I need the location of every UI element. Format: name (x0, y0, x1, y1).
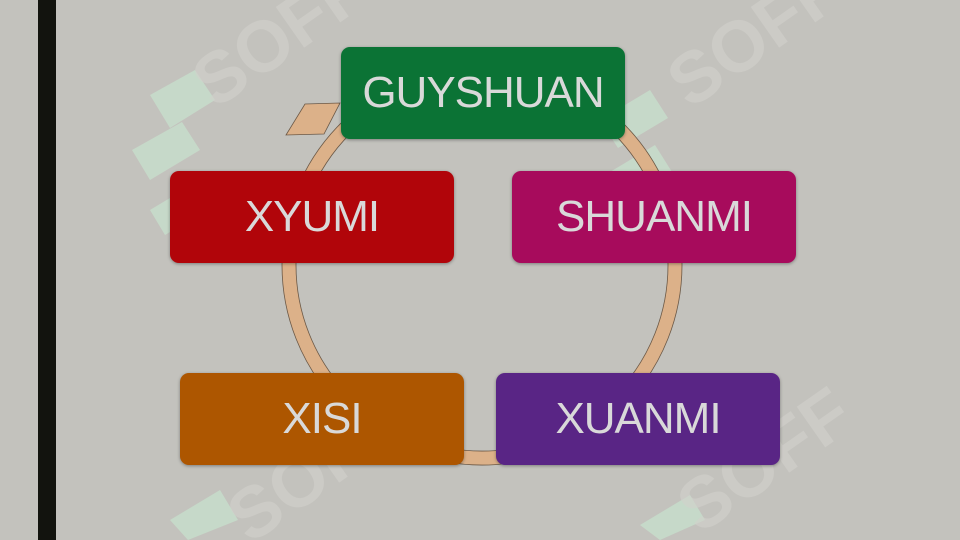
node-xyumi: XYUMI (170, 171, 454, 263)
arrowhead-icon (285, 102, 341, 136)
node-label: GUYSHUAN (362, 68, 604, 117)
node-label: XISI (282, 394, 362, 443)
node-label: SHUANMI (556, 192, 753, 241)
left-accent-bar (38, 0, 56, 540)
node-label: XYUMI (244, 192, 380, 241)
node-label: XUANMI (555, 394, 721, 443)
node-shuanmi: SHUANMI (512, 171, 796, 263)
node-xuanmi: XUANMI (496, 373, 780, 465)
node-xisi: XISI (180, 373, 464, 465)
node-guyshuan: GUYSHUAN (341, 47, 625, 139)
